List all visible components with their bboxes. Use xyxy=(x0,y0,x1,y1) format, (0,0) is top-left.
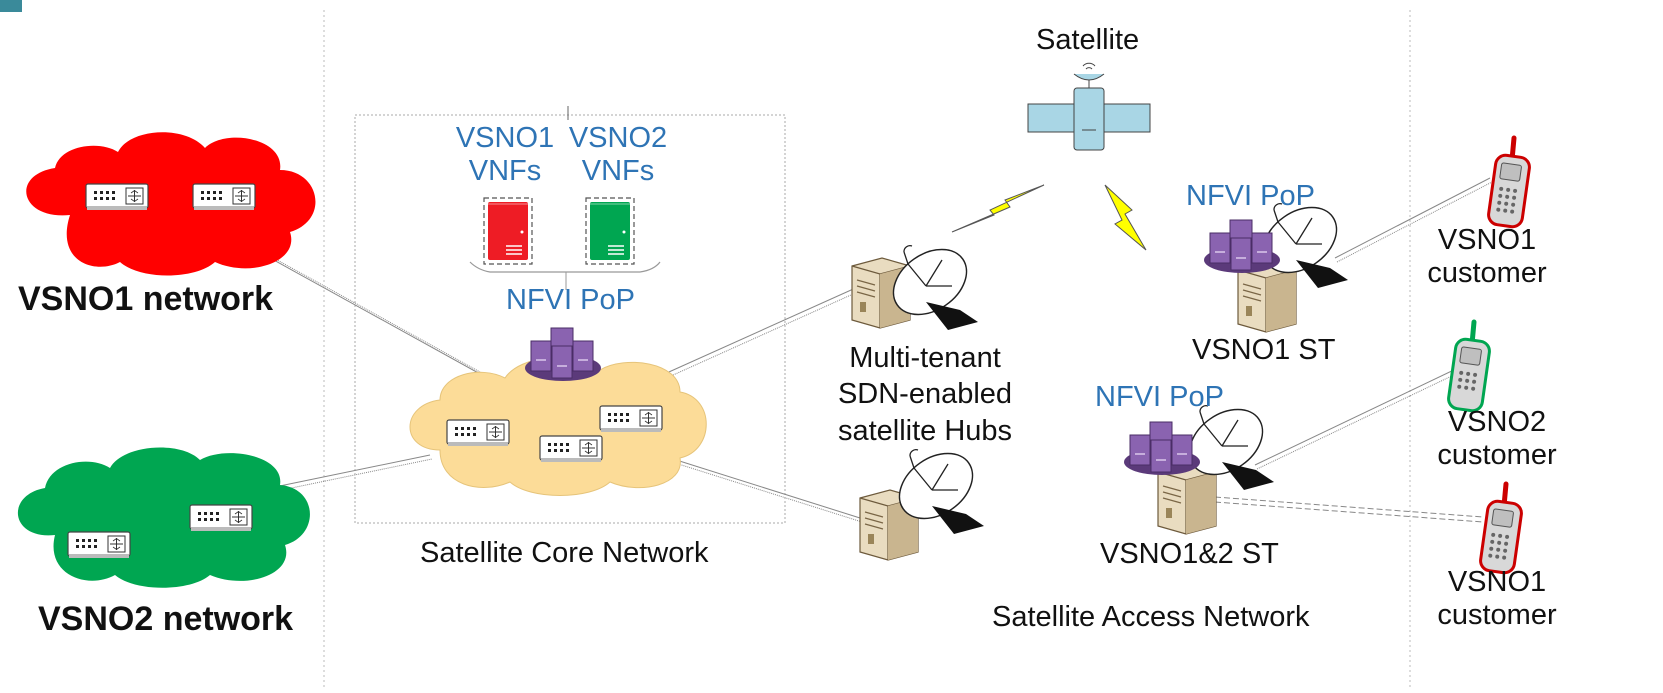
nfvi-server-stack-icon xyxy=(1203,219,1281,274)
nfvi-server-stack-icon xyxy=(1123,421,1201,476)
switch-icon xyxy=(67,531,131,559)
vsno2-network-cloud xyxy=(17,447,310,588)
nfvi-pop-core-label: NFVI PoP xyxy=(506,284,635,316)
switch-icon xyxy=(599,405,663,433)
switch-icon xyxy=(192,183,256,211)
nfvi-server-stack-icon xyxy=(524,327,602,382)
vsno1-st-terminal xyxy=(1203,193,1350,333)
lightning-icon xyxy=(951,184,1045,233)
mobile-phone-icon xyxy=(1479,484,1522,574)
core-network-box xyxy=(354,114,786,524)
connection-lines xyxy=(249,177,1493,523)
switch-icon xyxy=(85,183,149,211)
vsno2-customer-phone xyxy=(1447,319,1491,413)
vsno12-st-label: VSNO1&2 ST xyxy=(1100,538,1279,570)
satellite-label: Satellite xyxy=(1036,24,1140,56)
satellite-icon xyxy=(1027,62,1151,151)
core-network-label: Satellite Core Network xyxy=(420,537,709,569)
lightning-icon xyxy=(1104,184,1147,251)
vsno1-st-label: VSNO1 ST xyxy=(1192,334,1336,366)
nfvi-pop-vsno1-st-label: NFVI PoP xyxy=(1186,180,1315,212)
corner-accent xyxy=(0,0,22,12)
vnf-bracket xyxy=(469,261,661,273)
vsno12-st-terminal xyxy=(1123,395,1276,535)
vsno1-customer-phone-top xyxy=(1487,138,1530,228)
switch-icon xyxy=(539,435,603,463)
mobile-phone-icon xyxy=(1487,138,1530,228)
satellite-hub-lower xyxy=(859,439,986,561)
nfvi-pop-vsno12-st-label: NFVI PoP xyxy=(1095,381,1224,413)
access-network-label: Satellite Access Network xyxy=(992,601,1310,633)
vnf-door-icon xyxy=(483,197,533,265)
switch-icon xyxy=(189,504,253,532)
vsno1-network-cloud xyxy=(26,132,316,276)
vsno2-network-label: VSNO2 network xyxy=(38,600,294,638)
vnf-door-icon xyxy=(585,197,635,265)
core-network-cloud xyxy=(409,357,707,496)
satellite-hub-upper xyxy=(851,235,980,331)
vsno1-network-label: VSNO1 network xyxy=(18,280,274,318)
vsno1-customer-phone-bottom xyxy=(1479,484,1522,574)
switch-icon xyxy=(446,419,510,447)
